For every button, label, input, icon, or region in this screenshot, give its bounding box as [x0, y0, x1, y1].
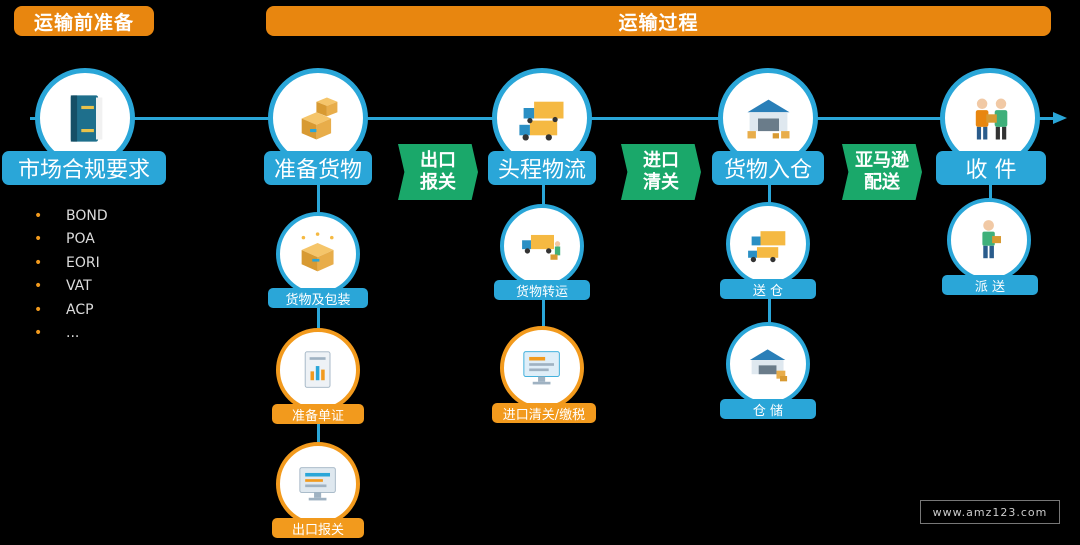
- list-item: •EORI: [34, 254, 100, 271]
- document-chart-icon: [305, 351, 331, 389]
- substep-delivery-to-wh-label: 送 仓: [720, 279, 816, 299]
- monitor-icon: [523, 351, 561, 385]
- substep-goods-transfer-label: 货物转运: [494, 280, 590, 300]
- stage-warehouse-label: 货物入仓: [712, 151, 824, 185]
- header-pre-shipping: 运输前准备: [14, 6, 154, 36]
- substep-dispatch-label: 派 送: [942, 275, 1038, 295]
- substep-documents-label: 准备单证: [272, 404, 364, 424]
- delivery-to-wh-circle: [726, 202, 810, 286]
- tag-export-clearance: 出口 报关: [398, 144, 478, 200]
- warehouse-icon: [747, 99, 789, 138]
- dispatch-circle: [947, 198, 1031, 282]
- requirements-list: •BOND •POA •EORI •VAT •ACP •...: [34, 205, 108, 345]
- package-icon: [302, 232, 334, 272]
- list-item: •VAT: [34, 278, 92, 295]
- truck-worker-icon: [522, 235, 561, 261]
- trucks-icon: [518, 101, 563, 141]
- list-item: •BOND: [34, 208, 108, 224]
- warehouse-boxes-icon: [750, 349, 788, 382]
- stage-receive-label: 收 件: [936, 151, 1046, 185]
- tag-import-clearance: 进口 清关: [621, 144, 701, 200]
- boxes-icon: [301, 97, 337, 139]
- goods-packaging-circle: [276, 212, 360, 296]
- stage-market-label: 市场合规要求: [2, 151, 166, 185]
- truck-icon: [748, 231, 786, 263]
- timeline-arrow-icon: [1053, 112, 1067, 124]
- computer-form-icon: [299, 467, 337, 501]
- substep-goods-packaging-label: 货物及包装: [268, 288, 368, 308]
- substep-export-declare-label: 出口报关: [272, 518, 364, 538]
- stage-headhaul-label: 头程物流: [488, 151, 596, 185]
- export-declare-circle: [276, 442, 360, 526]
- tag-amazon-delivery: 亚马逊 配送: [842, 144, 922, 200]
- storage-circle: [726, 322, 810, 406]
- substep-import-tax-label: 进口清关/缴税: [492, 403, 596, 423]
- stage-prepare-label: 准备货物: [264, 151, 372, 185]
- list-item: •ACP: [34, 301, 94, 318]
- list-item: •POA: [34, 231, 95, 248]
- list-item: •...: [34, 324, 80, 341]
- courier-icon: [982, 220, 1002, 259]
- people-handover-icon: [975, 98, 1007, 139]
- import-tax-circle: [500, 326, 584, 410]
- book-icon: [70, 94, 102, 142]
- header-shipping-process: 运输过程: [266, 6, 1051, 36]
- documents-circle: [276, 328, 360, 412]
- substep-storage-label: 仓 储: [720, 399, 816, 419]
- watermark: www.amz123.com: [920, 500, 1060, 524]
- goods-transfer-circle: [500, 204, 584, 288]
